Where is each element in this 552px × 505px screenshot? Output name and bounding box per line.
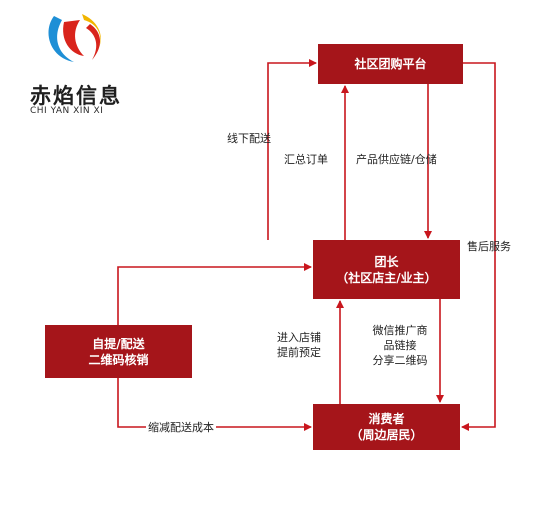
edge-label-after-sales: 售后服务 [467,240,511,253]
edge-label-wechat: 微信推广商 品链接 分享二维码 [362,323,438,368]
edge-label-wechat-1: 微信推广商 [372,324,428,337]
edge-label-enter-store-2: 提前预定 [277,346,321,359]
node-leader-line1: 团长 [374,254,399,269]
node-self-line2: 二维码核销 [88,352,149,367]
edge-label-offline-delivery: 线下配送 [227,132,271,145]
logo-name-cn: 赤焰信息 [30,84,122,108]
node-leader: 团长 （社区店主/业主） [313,240,460,299]
edge-label-enter-store: 进入店铺 提前预定 [268,330,330,360]
node-consumer-line1: 消费者 [368,412,405,426]
node-platform: 社区团购平台 [318,44,463,84]
edge-label-wechat-3: 分享二维码 [372,354,428,367]
edge-label-wechat-2: 品链接 [383,339,417,352]
edge-reduce-cost [117,378,312,431]
edge-offline-delivery [267,59,317,240]
node-consumer: 消费者 （周边居民） [313,404,460,450]
node-self-pickup: 自提/配送 二维码核销 [45,325,192,378]
edge-self-to-leader [117,263,312,325]
edge-label-reduce-cost: 缩减配送成本 [146,420,216,435]
edge-after-sales [461,62,496,431]
node-consumer-line2: （周边居民） [350,428,423,442]
edge-label-enter-store-1: 进入店铺 [277,331,321,344]
logo-name-en: CHI YAN XIN XI [30,106,104,116]
edge-label-summary-order: 汇总订单 [284,153,328,166]
node-platform-label: 社区团购平台 [354,57,427,71]
logo-mark-icon [48,14,101,62]
edge-label-supply-chain: 产品供应链/仓储 [356,153,437,166]
node-self-line1: 自提/配送 [92,336,145,351]
node-leader-line2: （社区店主/业主） [336,270,437,285]
